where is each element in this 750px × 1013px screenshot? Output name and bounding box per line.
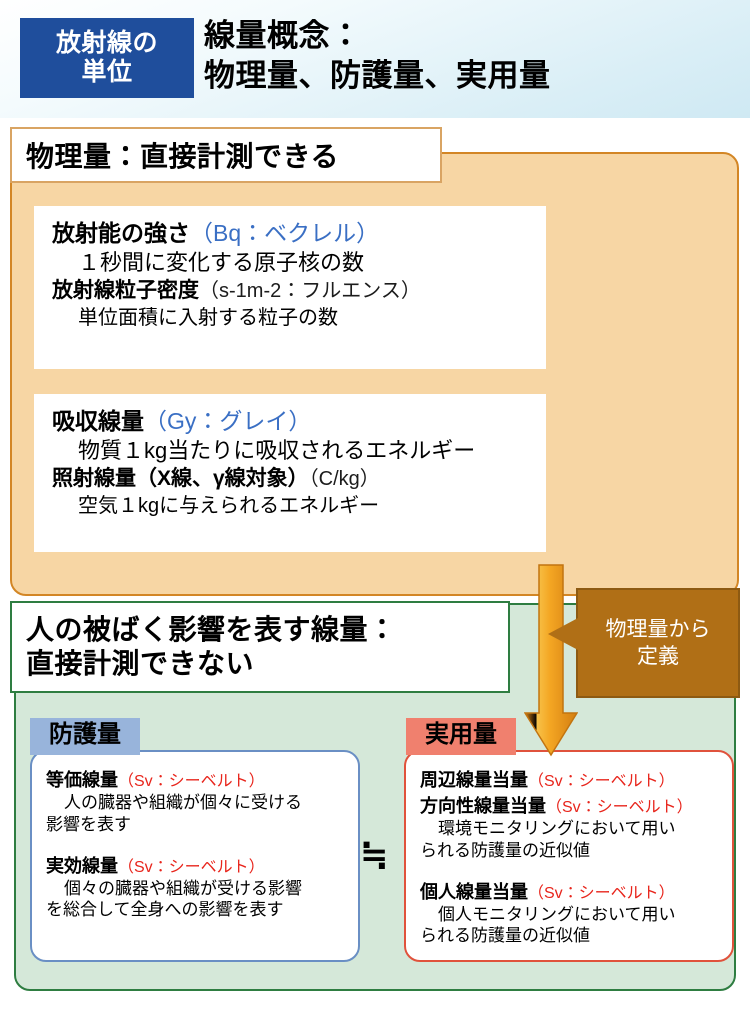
down-arrow-icon	[523, 563, 579, 759]
physical-quantity-header: 物理量：直接計測できる	[10, 127, 442, 183]
entry-ambient-heading: 周辺線量当量（Sv：シーベルト）	[420, 766, 722, 792]
entry-absorbed-unit: （Gy：グレイ）	[144, 408, 312, 434]
card-operational-quantity: 周辺線量当量（Sv：シーベルト） 方向性線量当量（Sv：シーベルト） 環境モニタ…	[404, 750, 734, 962]
header-badge-line2: 単位	[81, 58, 133, 86]
entry-fluence-description: 単位面積に入射する粒子の数	[78, 307, 338, 330]
entry-fluence-unit: （s-1m-2：フルエンス）	[199, 280, 421, 303]
entry-fluence-title: 放射線粒子密度	[52, 279, 199, 303]
entry-exposure-unit: （C/kg）	[308, 468, 380, 491]
header-badge-line1: 放射線の	[55, 28, 158, 57]
card-activity: 放射能の強さ（Bq：ベクレル） １秒間に変化する原子核の数 放射線粒子密度（s-…	[34, 206, 546, 369]
page-title-line2: 物理量、防護量、実用量	[204, 57, 551, 93]
entry-effective-title: 実効線量	[46, 855, 118, 876]
approximately-equal-symbol: ≒	[360, 836, 389, 874]
entry-effective-heading: 実効線量（Sv：シーベルト）	[46, 852, 348, 878]
callout-line2: 定義	[637, 645, 679, 668]
entry-ambient-unit: （Sv：シーベルト）	[528, 773, 675, 790]
entry-personal-unit: （Sv：シーベルト）	[528, 884, 675, 902]
entry-effective-desc-line1: 個々の臓器や組織が受ける影響	[64, 878, 302, 898]
badge-operational-quantity: 実用量	[406, 718, 516, 755]
entry-exposure-title: 照射線量（X線、γ線対象）	[52, 467, 309, 491]
entry-activity-title: 放射能の強さ	[52, 220, 190, 246]
header-badge: 放射線の 単位	[20, 18, 194, 98]
entry-directional-title: 方向性線量当量	[420, 796, 546, 816]
human-exposure-header-line2: 直接計測できない	[26, 648, 255, 679]
entry-activity-description: １秒間に変化する原子核の数	[78, 250, 365, 276]
callout-tail	[548, 618, 578, 650]
callout-line1: 物理量から	[605, 617, 711, 641]
callout-defined-from-physical: 物理量から 定義	[548, 588, 740, 698]
entry-ambient-desc-line2: られる防護量の近似値	[420, 840, 590, 860]
entry-personal-desc-line1: 個人モニタリングにおいて用い	[438, 904, 676, 924]
physical-quantity-header-label: 物理量：直接計測できる	[26, 141, 339, 172]
badge-operational-label: 実用量	[425, 721, 497, 748]
card-absorbed-dose: 吸収線量（Gy：グレイ） 物質１kg当たりに吸収されるエネルギー 照射線量（X線…	[34, 394, 546, 552]
entry-equivalent-desc-line1: 人の臓器や組織が個々に受ける	[64, 793, 302, 812]
entry-equivalent-desc-line2: 影響を表す	[46, 814, 131, 834]
entry-personal-title: 個人線量当量	[420, 881, 528, 902]
card-protection-quantity: 等価線量（Sv：シーベルト） 人の臓器や組織が個々に受ける 影響を表す 実効線量…	[30, 750, 360, 962]
entry-effective-desc-line2: を総合して全身への影響を表す	[46, 900, 284, 920]
entry-directional-unit: （Sv：シーベルト）	[546, 799, 693, 816]
entry-personal-desc-line2: られる防護量の近似値	[420, 926, 590, 946]
entry-activity-unit: （Bq：ベクレル）	[190, 220, 380, 246]
spacer	[420, 862, 722, 878]
entry-exposure-heading: 照射線量（X線、γ線対象）（C/kg）	[52, 465, 546, 493]
entry-equivalent-heading: 等価線量（Sv：シーベルト）	[46, 766, 348, 792]
entry-effective-unit: （Sv：シーベルト）	[118, 858, 265, 876]
entry-activity-heading: 放射能の強さ（Bq：ベクレル）	[52, 218, 546, 248]
entry-equivalent-unit: （Sv：シーベルト）	[118, 773, 265, 790]
entry-exposure-description: 空気１kgに与えられるエネルギー	[78, 495, 380, 518]
human-exposure-header-line1: 人の被ばく影響を表す線量：	[26, 613, 397, 645]
header-band: 放射線の 単位 線量概念： 物理量、防護量、実用量	[0, 0, 750, 118]
badge-protection-quantity: 防護量	[30, 718, 140, 755]
page-title: 線量概念： 物理量、防護量、実用量	[204, 16, 744, 95]
entry-absorbed-heading: 吸収線量（Gy：グレイ）	[52, 406, 546, 436]
entry-fluence-heading: 放射線粒子密度（s-1m-2：フルエンス）	[52, 277, 546, 305]
entry-equivalent-title: 等価線量	[46, 770, 118, 790]
entry-personal-heading: 個人線量当量（Sv：シーベルト）	[420, 878, 722, 904]
entry-absorbed-title: 吸収線量	[52, 408, 144, 434]
spacer	[46, 836, 348, 852]
badge-protection-label: 防護量	[49, 721, 121, 748]
entry-ambient-title: 周辺線量当量	[420, 770, 528, 790]
entry-ambient-desc-line1: 環境モニタリングにおいて用い	[438, 819, 676, 838]
entry-absorbed-description: 物質１kg当たりに吸収されるエネルギー	[78, 438, 476, 464]
human-exposure-header: 人の被ばく影響を表す線量： 直接計測できない	[10, 601, 510, 693]
entry-directional-heading: 方向性線量当量（Sv：シーベルト）	[420, 792, 722, 818]
page-title-line1: 線量概念：	[204, 18, 362, 53]
